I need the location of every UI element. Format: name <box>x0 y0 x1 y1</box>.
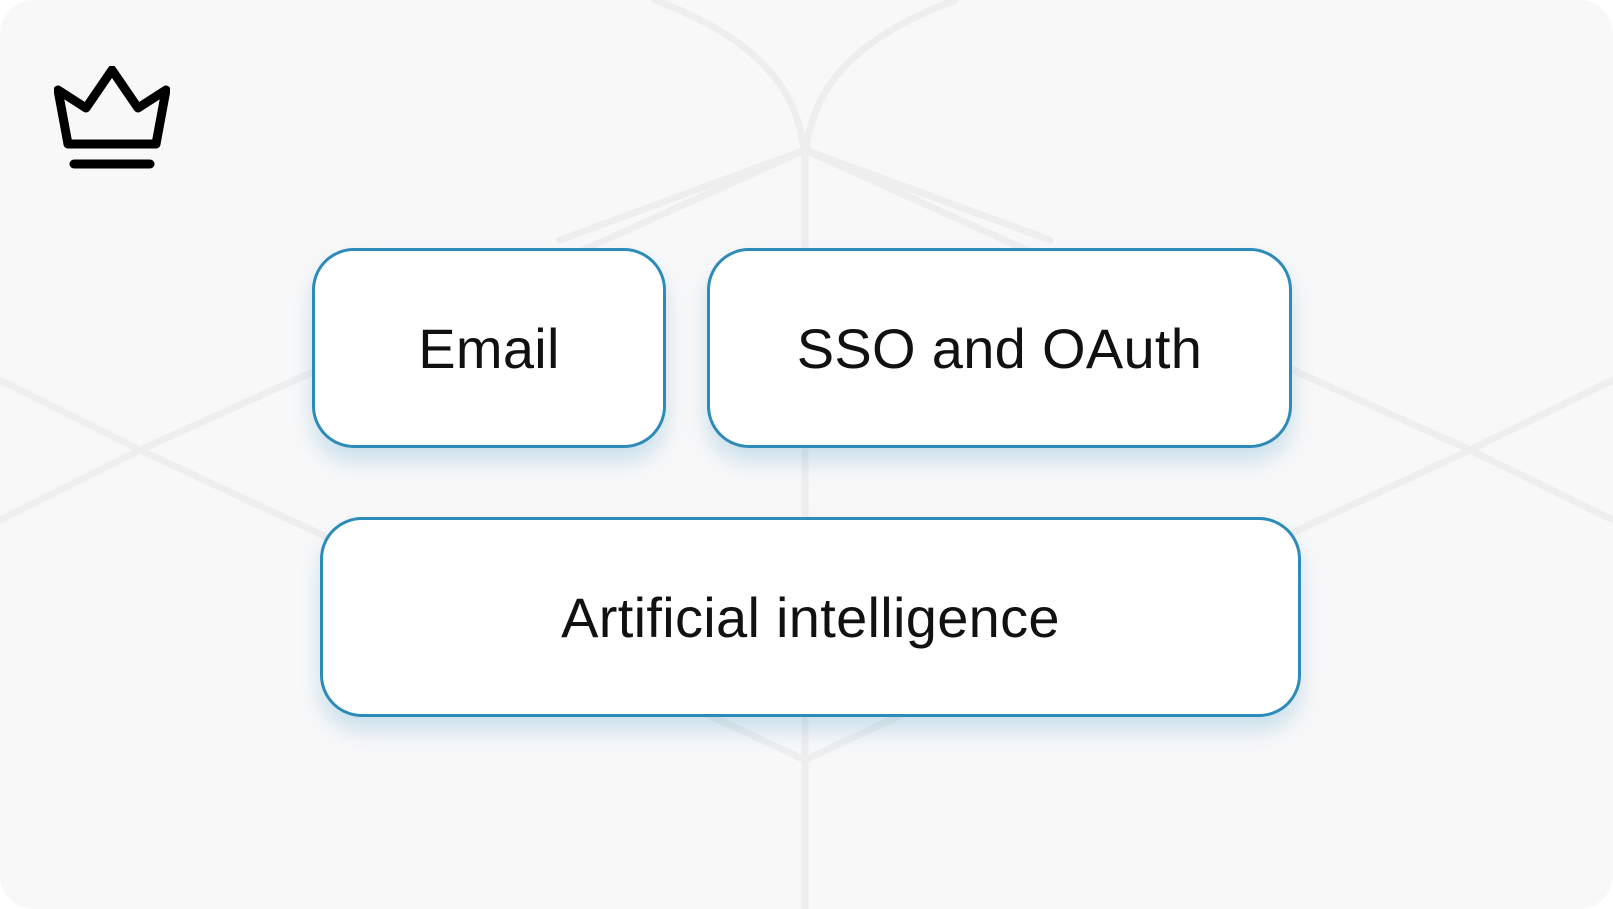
artificial-intelligence-option[interactable]: Artificial intelligence <box>320 517 1301 717</box>
crown-icon <box>54 66 170 169</box>
sso-oauth-option-label: SSO and OAuth <box>796 316 1203 380</box>
sso-oauth-option[interactable]: SSO and OAuth <box>707 248 1292 448</box>
artificial-intelligence-option-label: Artificial intelligence <box>561 585 1060 649</box>
email-option-label: Email <box>418 316 560 380</box>
email-option[interactable]: Email <box>312 248 666 448</box>
